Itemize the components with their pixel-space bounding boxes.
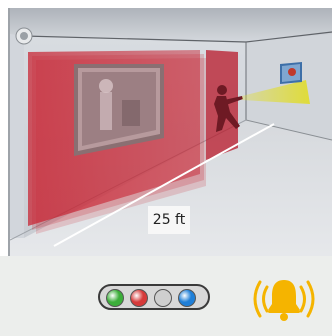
- camera-icon: [16, 28, 32, 44]
- green-lamp-icon: [106, 289, 124, 307]
- gray-lamp-icon: [154, 289, 172, 307]
- alarm-bell-icon[interactable]: [246, 274, 322, 324]
- distance-label: 25 ft: [148, 206, 190, 234]
- status-indicator: [98, 284, 210, 310]
- wall-sign: [280, 62, 302, 84]
- red-lamp-icon: [130, 289, 148, 307]
- status-panel: [0, 256, 332, 336]
- room-scene: 25 ft: [8, 8, 332, 256]
- blue-lamp-icon: [178, 289, 196, 307]
